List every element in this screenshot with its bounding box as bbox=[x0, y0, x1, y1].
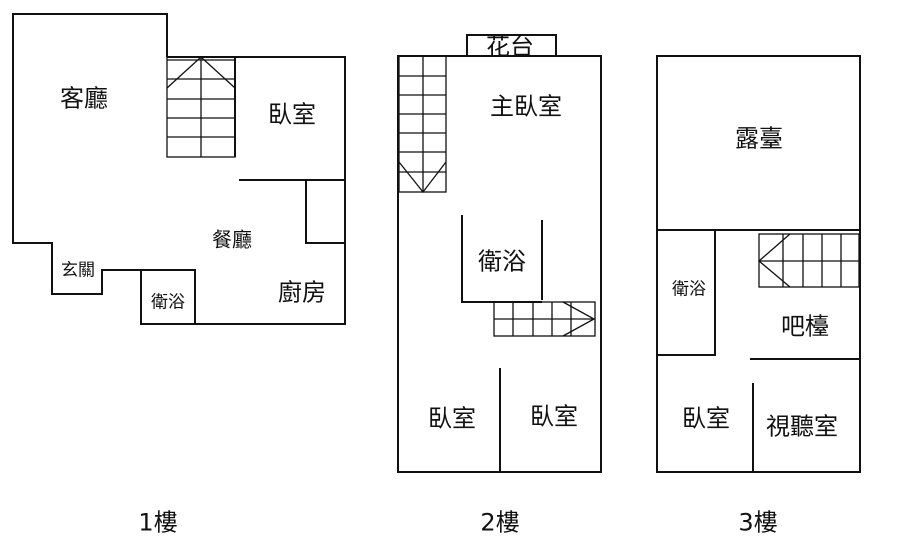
floor-3-title: 3樓 bbox=[738, 508, 778, 537]
room-bathroom: 衛浴 bbox=[151, 292, 185, 313]
room-bedroom: 臥室 bbox=[530, 402, 578, 431]
room-flower-bed: 花台 bbox=[486, 32, 534, 61]
room-bar: 吧檯 bbox=[781, 312, 829, 341]
room-bedroom: 臥室 bbox=[428, 404, 476, 433]
floor-1-title: 1樓 bbox=[138, 508, 178, 537]
room-entrance: 玄關 bbox=[61, 260, 95, 281]
room-bedroom: 臥室 bbox=[268, 100, 316, 129]
floor-1-stairs bbox=[166, 56, 236, 158]
room-master-bedroom: 主臥室 bbox=[490, 92, 562, 121]
floor-2-stairs bbox=[398, 55, 596, 337]
room-living-room: 客廳 bbox=[60, 84, 108, 113]
room-bathroom: 衛浴 bbox=[478, 247, 526, 276]
room-media-room: 視聽室 bbox=[766, 412, 838, 441]
floor-3-stairs bbox=[757, 233, 860, 288]
room-terrace: 露臺 bbox=[735, 124, 783, 153]
floor-2-title: 2樓 bbox=[480, 508, 520, 537]
room-bedroom: 臥室 bbox=[682, 404, 730, 433]
room-dining-room: 餐廳 bbox=[212, 227, 252, 252]
room-kitchen: 廚房 bbox=[278, 278, 326, 307]
floor-3-walls bbox=[656, 55, 861, 473]
room-bathroom: 衛浴 bbox=[672, 279, 706, 300]
